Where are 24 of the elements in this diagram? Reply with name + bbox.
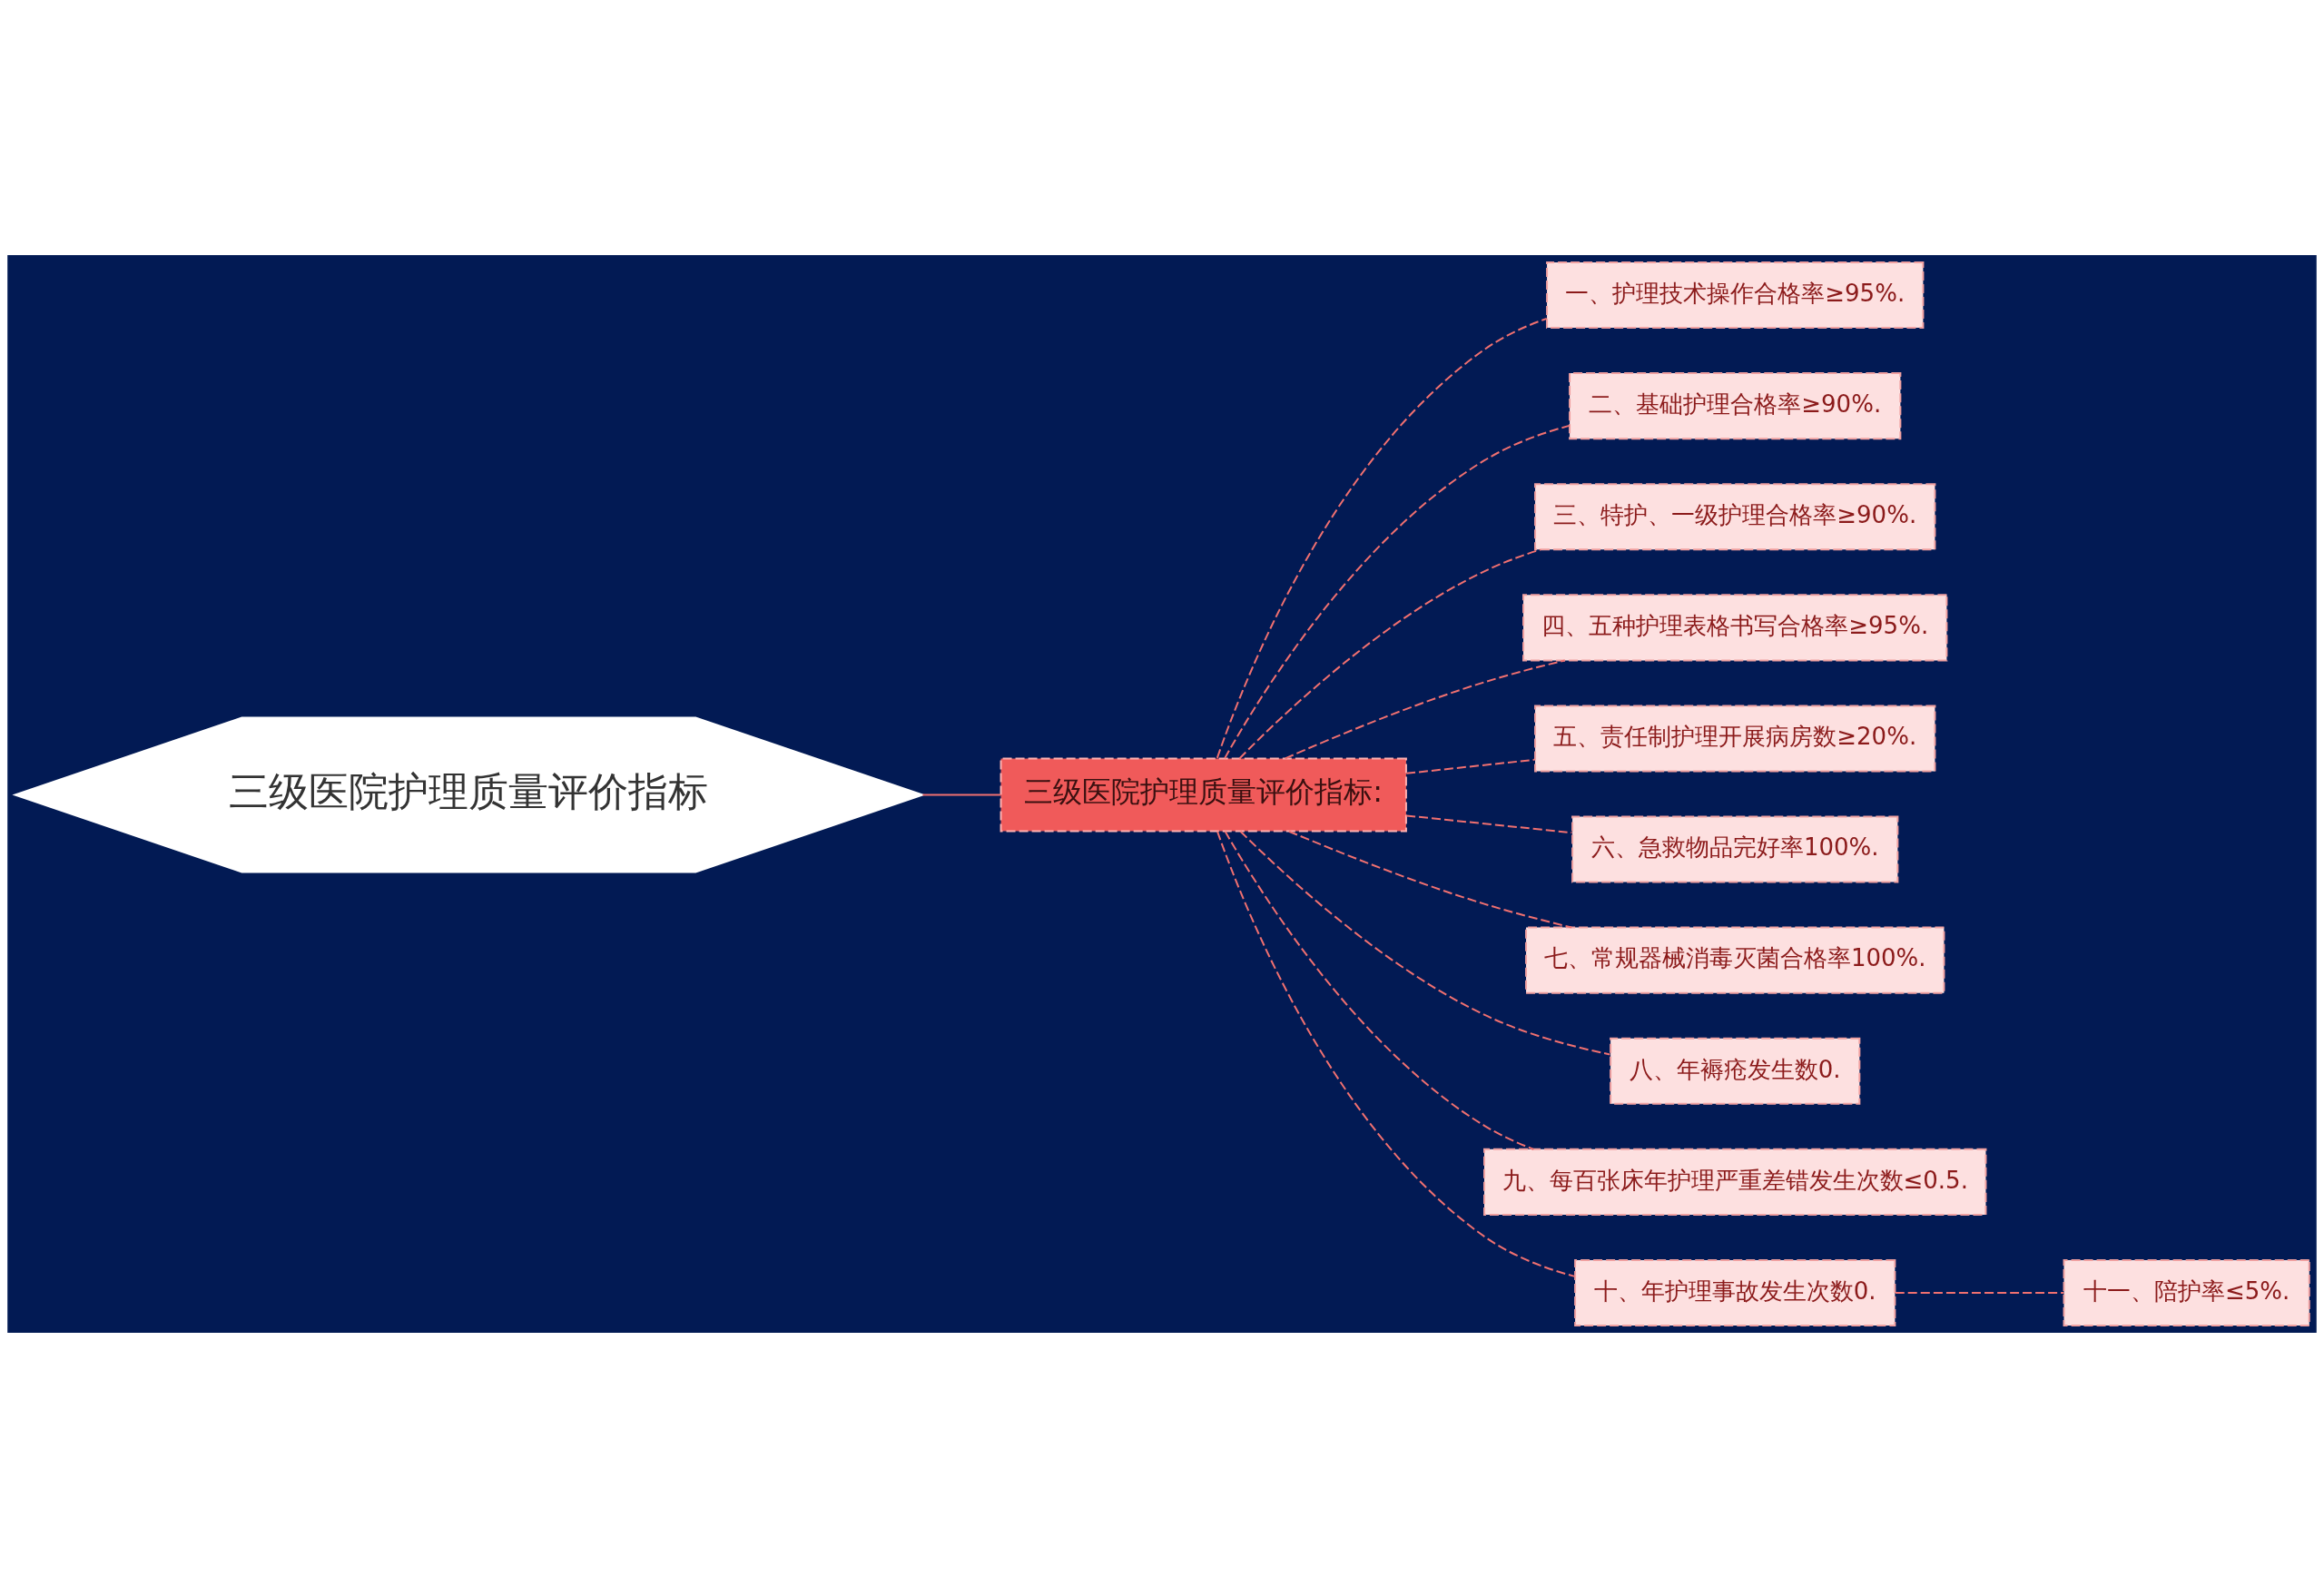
node-box: 七、常规器械消毒灭菌合格率100%. (1525, 926, 1945, 994)
node-box: 十、年护理事故发生次数0. (1574, 1258, 1896, 1326)
node-box: 三级医院护理质量评价指标: (1000, 756, 1407, 833)
connector (1287, 830, 1573, 928)
connector (1224, 830, 1535, 1150)
connector (921, 794, 1002, 795)
connector (1894, 1291, 2065, 1294)
connector (1238, 547, 1542, 759)
connector (1216, 317, 1548, 759)
connector (1284, 659, 1566, 759)
node-box: 三、特护、一级护理合格率≥90%. (1534, 482, 1936, 550)
node-box: 八、年褥疮发生数0. (1610, 1037, 1861, 1105)
node-box: 六、急救物品完好率100%. (1571, 815, 1899, 883)
node-box: 二、基础护理合格率≥90%. (1569, 371, 1902, 439)
connector (1239, 830, 1611, 1055)
node-box: 九、每百张床年护理严重差错发生次数≤0.5. (1483, 1148, 1987, 1216)
connector (1405, 813, 1573, 833)
connector (1224, 424, 1571, 759)
node-box: 十一、陪护率≤5%. (2063, 1258, 2310, 1326)
connector (1405, 758, 1536, 774)
node-box: 四、五种护理表格书写合格率≥95%. (1522, 593, 1948, 661)
connector (1216, 830, 1576, 1277)
node-box: 五、责任制护理开展病房数≥20%. (1534, 704, 1936, 772)
node-box: 一、护理技术操作合格率≥95%. (1546, 261, 1925, 329)
